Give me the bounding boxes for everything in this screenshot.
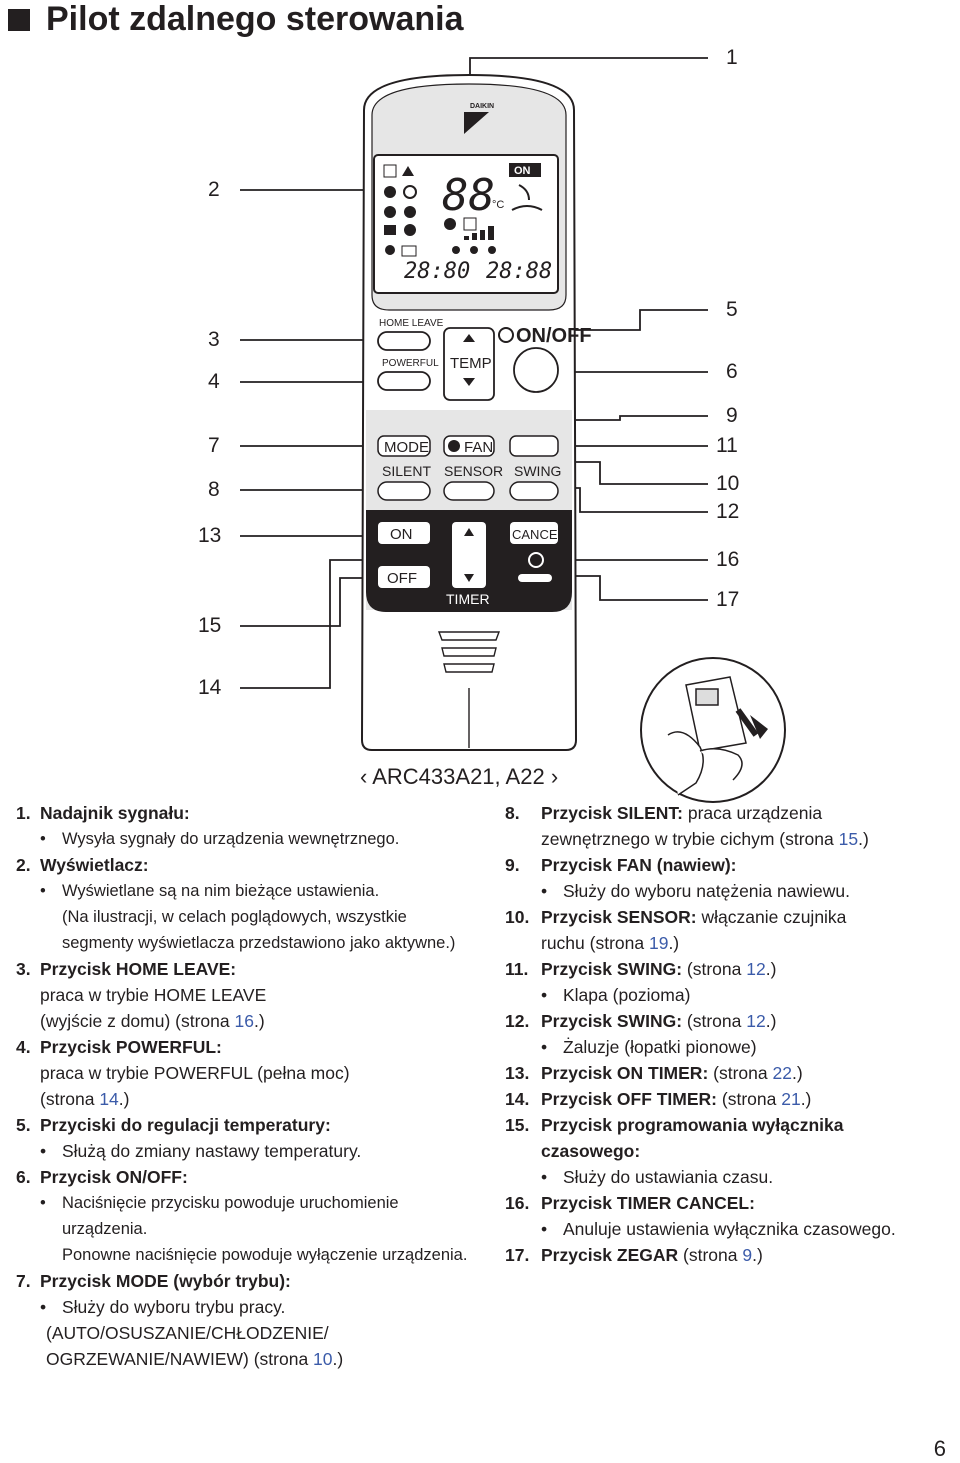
sensor-button — [443, 481, 495, 501]
swing-label: SWING — [514, 463, 561, 479]
legend-item-3: 3.Przycisk HOME LEAVE: praca w trybie HO… — [16, 959, 267, 1031]
off-timer-button — [378, 566, 430, 588]
legend-item-12: 12.Przycisk SWING: (strona 12.) •Żaluzje… — [505, 1011, 777, 1057]
home-leave-label: HOME LEAVE — [379, 318, 444, 329]
model-right-bracket: › — [550, 764, 559, 789]
powerful-button — [377, 371, 431, 391]
temp-button — [443, 327, 495, 401]
on-timer-button — [378, 522, 430, 544]
legend-item-14: 14.Przycisk OFF TIMER: (strona 21.) — [505, 1089, 812, 1109]
page-title-text: Pilot zdalnego sterowania — [46, 0, 464, 38]
clock-icon — [528, 552, 544, 568]
callout-6: 6 — [726, 360, 738, 383]
lcd-display: ON 88 °C 28:80 28:88 — [373, 154, 559, 294]
callout-10: 10 — [716, 472, 740, 495]
callout-16: 16 — [716, 548, 740, 571]
page-title: Pilot zdalnego sterowania — [8, 0, 464, 39]
powerful-label: POWERFUL — [382, 358, 439, 369]
clock-button — [518, 574, 552, 582]
callout-3: 3 — [208, 328, 220, 351]
cover-open-illustration — [640, 657, 786, 803]
legend-item-5: 5.Przyciski do regulacji temperatury: •S… — [16, 1115, 362, 1161]
on-timer-label: ON — [390, 526, 413, 543]
svg-text:DAIKIN: DAIKIN — [470, 103, 494, 110]
lcd-temp: 88 — [442, 170, 495, 221]
cancel-label: CANCEL — [512, 527, 565, 542]
temp-label: TEMP — [450, 355, 492, 372]
legend-left-column: 1.Nadajnik sygnału: •Wysyła sygnały do u… — [16, 800, 486, 1372]
daikin-logo: DAIKIN — [464, 103, 494, 134]
legend-item-7: 7.Przycisk MODE (wybór trybu): •Służy do… — [16, 1271, 344, 1369]
callout-11: 11 — [716, 434, 738, 457]
callout-9: 9 — [726, 404, 738, 427]
on-off-button — [513, 347, 559, 393]
legend-item-16: 16.Przycisk TIMER CANCEL: •Anuluje ustaw… — [505, 1193, 896, 1239]
callout-1: 1 — [726, 46, 738, 69]
callout-8: 8 — [208, 478, 220, 501]
callout-17: 17 — [716, 588, 740, 611]
legend-item-10: 10.Przycisk SENSOR: włączanie czujnika r… — [505, 907, 847, 953]
legend-item-6: 6.Przycisk ON/OFF: •Naciśnięcie przycisk… — [16, 1167, 468, 1264]
callout-14: 14 — [198, 676, 222, 699]
silent-label: SILENT — [382, 463, 431, 479]
lcd-temp-unit: °C — [492, 199, 504, 211]
home-leave-button — [377, 331, 431, 351]
legend-item-1: 1.Nadajnik sygnału: •Wysyła sygnały do u… — [16, 803, 400, 848]
callout-4: 4 — [208, 370, 220, 393]
callout-12: 12 — [716, 500, 740, 523]
legend-item-17: 17.Przycisk ZEGAR (strona 9.) — [505, 1245, 763, 1265]
square-bullet-icon — [8, 8, 30, 31]
callout-13: 13 — [198, 524, 222, 547]
sensor-label: SENSOR — [444, 463, 503, 479]
power-icon — [498, 327, 514, 343]
callout-7: 7 — [208, 434, 220, 457]
on-off-label: ON/OFF — [516, 325, 592, 347]
mode-label: MODE — [384, 439, 429, 456]
lcd-on-indicator: ON — [514, 165, 531, 177]
silent-button — [377, 481, 431, 501]
mode-button — [377, 435, 431, 457]
callout-2: 2 — [208, 178, 220, 201]
temp-down-icon — [463, 378, 475, 386]
legend-item-15: 15.Przycisk programowania wyłącznika cza… — [505, 1115, 844, 1187]
legend-item-4: 4.Przycisk POWERFUL: praca w trybie POWE… — [16, 1037, 350, 1109]
callout-5: 5 — [726, 298, 738, 321]
model-left-bracket: ‹ — [360, 764, 368, 789]
timer-set-button — [452, 522, 486, 588]
callout-15: 15 — [198, 614, 222, 637]
lcd-time-right: 28:88 — [486, 259, 552, 284]
swing-vertical-button — [509, 481, 559, 501]
legend-item-9: 9.Przycisk FAN (nawiew): •Służy do wybor… — [505, 855, 850, 901]
legend-item-8: 8.Przycisk SILENT: praca urządzenia zewn… — [505, 803, 869, 849]
remote-control-diagram: DAIKIN ON 88 °C 28:80 28:88 — [360, 73, 592, 751]
cancel-button — [510, 522, 558, 544]
model-text: ARC433A21, A22 — [372, 764, 545, 789]
fan-label: FAN — [464, 439, 493, 456]
lcd-time-left: 28:80 — [404, 259, 470, 284]
timer-label: TIMER — [446, 591, 490, 607]
page-number: 6 — [933, 1436, 946, 1461]
off-timer-label: OFF — [387, 570, 417, 587]
model-label: ‹ ARC433A21, A22 › — [360, 764, 558, 790]
swing-horizontal-button — [509, 435, 559, 457]
temp-up-icon — [463, 334, 475, 342]
legend-item-2: 2.Wyświetlacz: •Wyświetlane są na nim bi… — [16, 855, 456, 952]
legend-right-column: 8.Przycisk SILENT: praca urządzenia zewn… — [505, 800, 955, 1268]
legend-item-13: 13.Przycisk ON TIMER: (strona 22.) — [505, 1063, 803, 1083]
legend-item-11: 11.Przycisk SWING: (strona 12.) •Klapa (… — [505, 959, 777, 1005]
